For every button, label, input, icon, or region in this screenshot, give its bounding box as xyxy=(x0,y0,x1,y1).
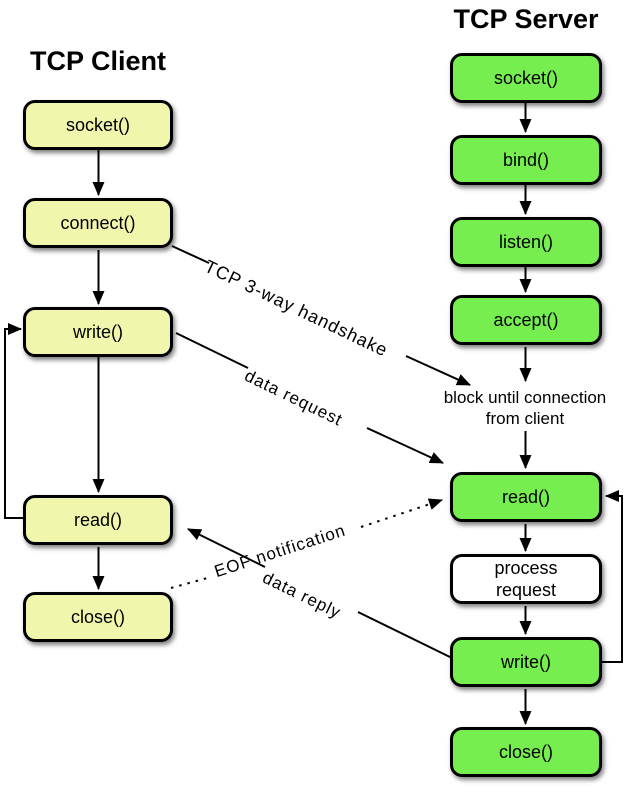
server-close-box: close() xyxy=(450,727,602,777)
arrow-server-write-read-loop xyxy=(602,490,623,663)
line-data-request-start xyxy=(175,332,249,369)
line-eof-start xyxy=(170,576,212,589)
server-process-request-box: process request xyxy=(450,554,602,604)
client-close-box: close() xyxy=(23,592,173,642)
line-handshake-start xyxy=(171,245,210,264)
arrow-data-reply-end xyxy=(187,528,266,568)
client-socket-box: socket() xyxy=(23,100,173,150)
arrow-eof-end xyxy=(360,498,443,528)
client-column-title: TCP Client xyxy=(29,46,166,76)
arrow-handshake-end xyxy=(405,355,471,386)
client-connect-box: connect() xyxy=(23,198,173,248)
client-read-box: read() xyxy=(23,495,173,545)
server-read-box: read() xyxy=(450,472,602,522)
server-bind-box: bind() xyxy=(450,135,602,185)
server-write-box: write() xyxy=(450,637,602,687)
server-accept-box: accept() xyxy=(450,295,602,345)
server-listen-box: listen() xyxy=(450,217,602,267)
server-column-title: TCP Server xyxy=(453,4,599,34)
line-data-reply-start xyxy=(357,611,453,659)
arrow-client-read-write-loop xyxy=(4,323,23,519)
block-until-connection-note: block until connection from client xyxy=(443,388,607,429)
server-socket-box: socket() xyxy=(450,53,602,103)
arrow-data-request-end xyxy=(366,427,444,464)
client-write-box: write() xyxy=(23,307,173,357)
